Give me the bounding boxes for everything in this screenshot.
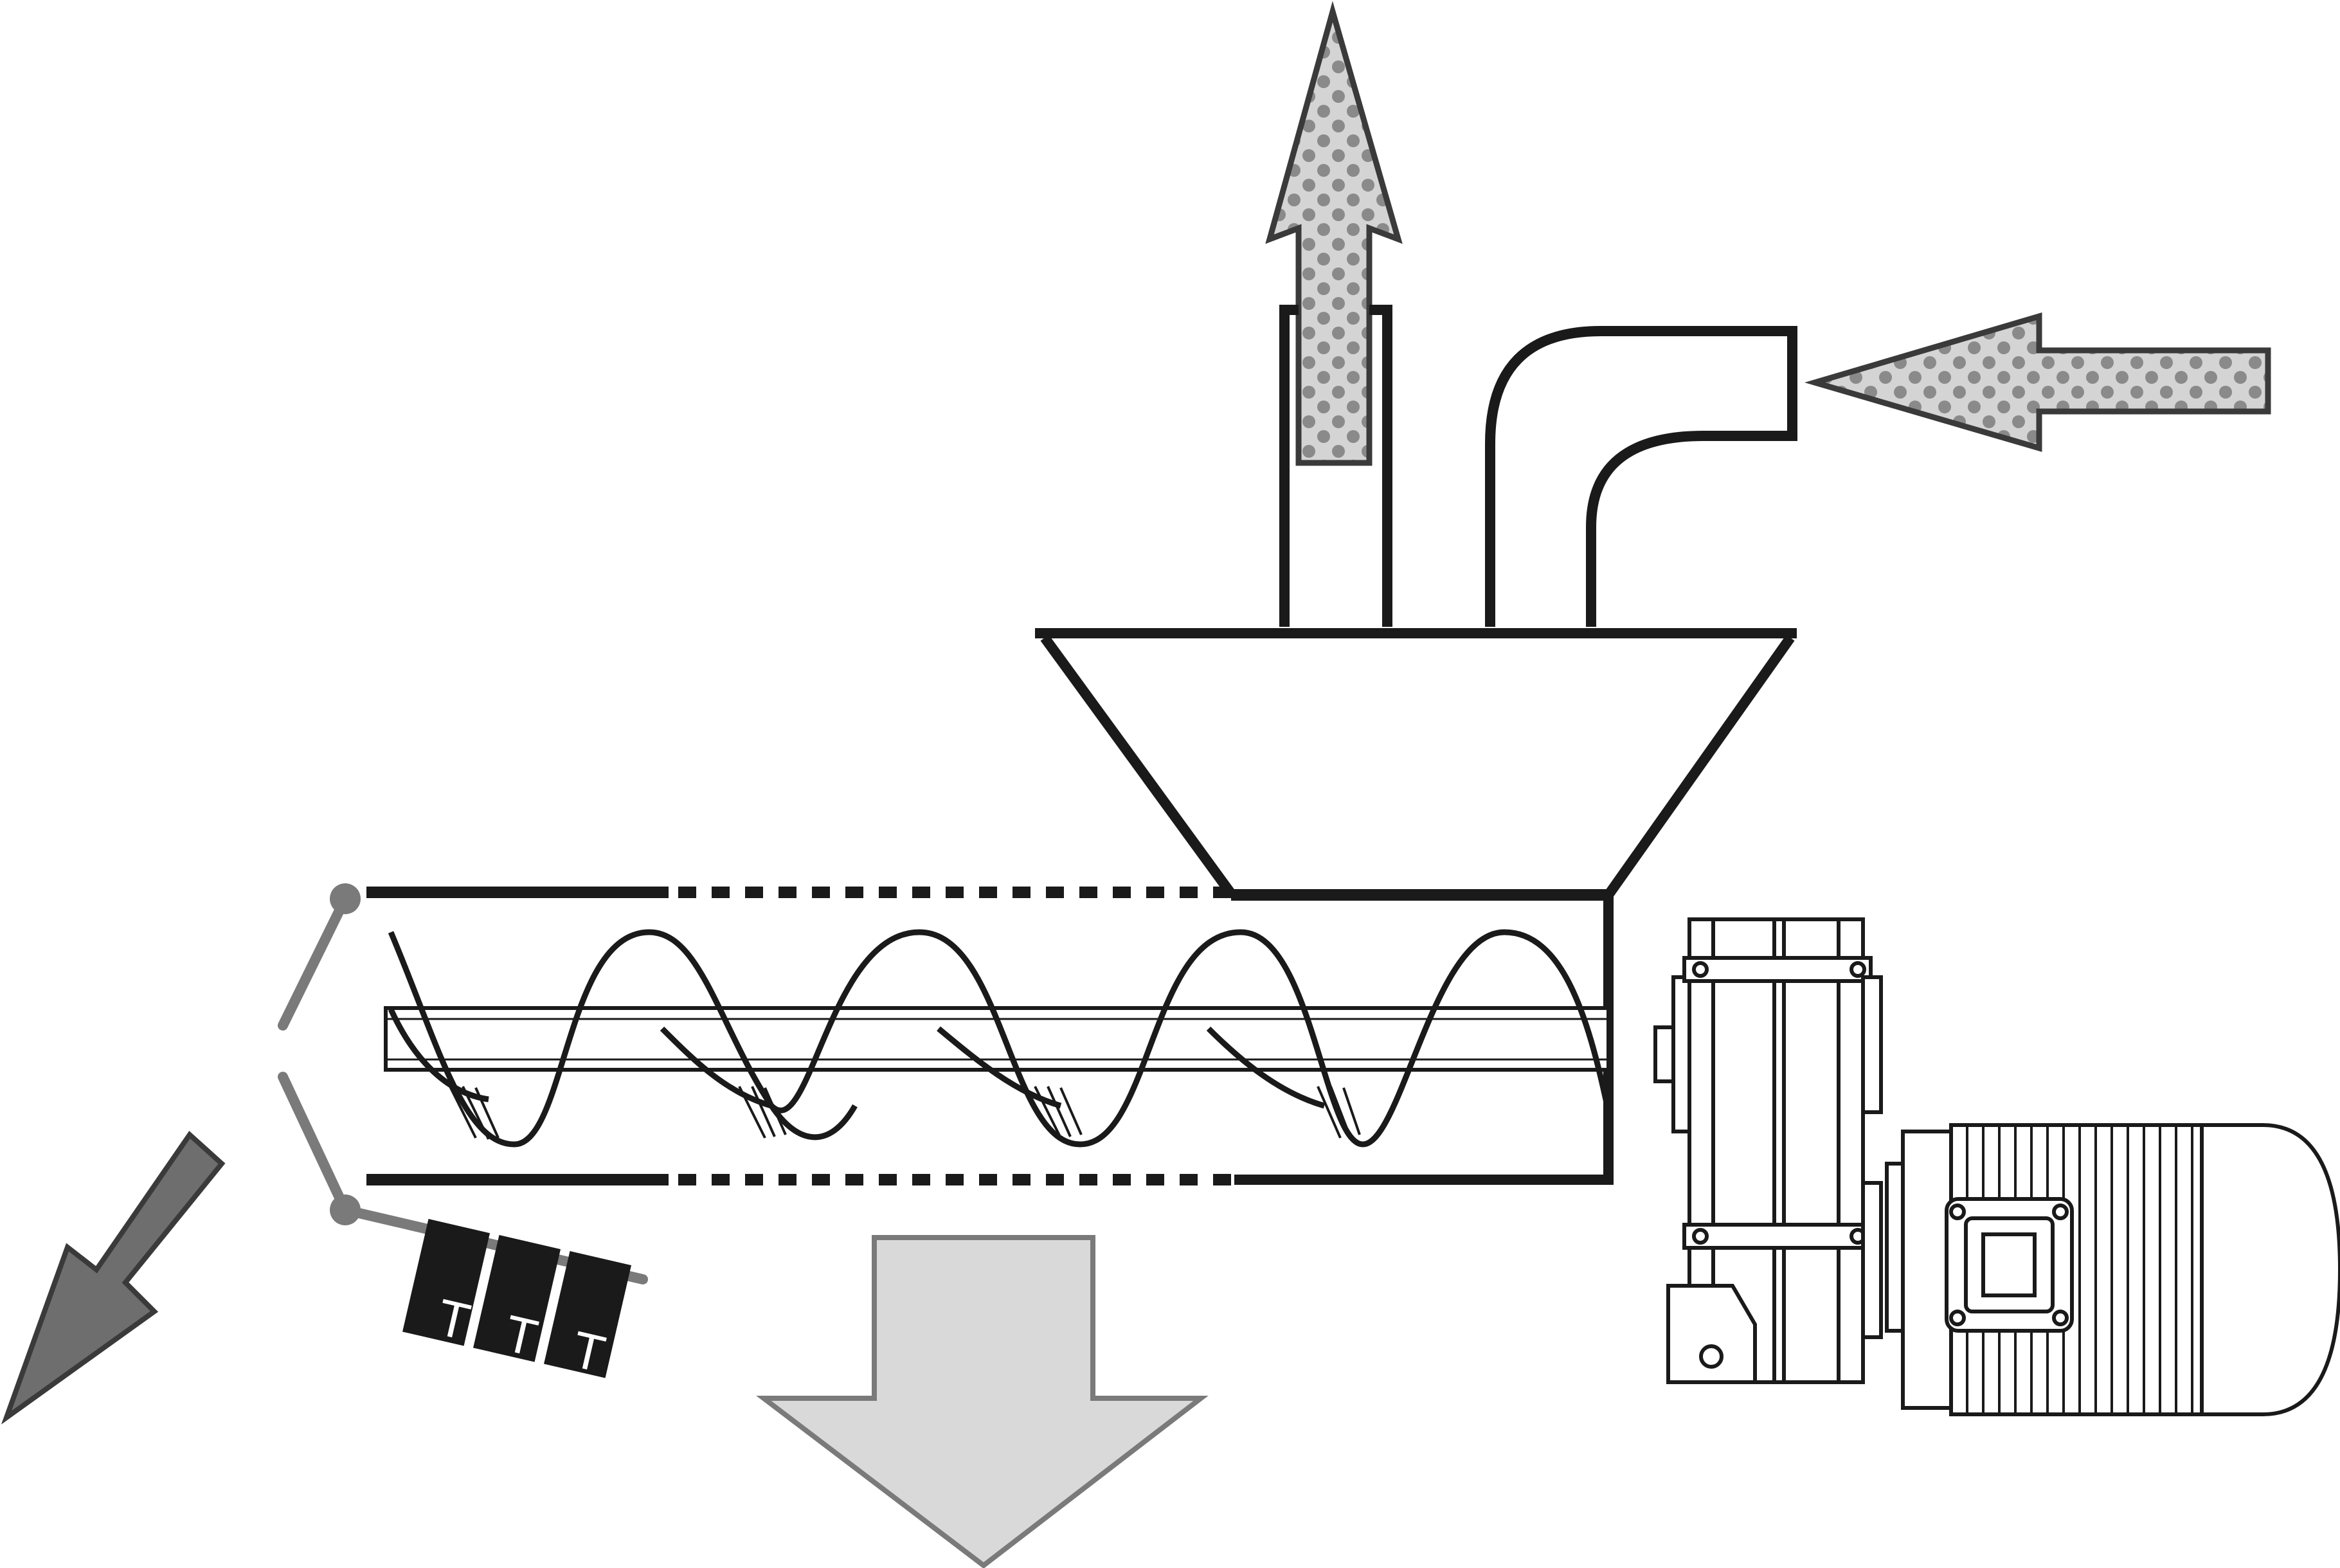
exhaust-arrow bbox=[1265, 1, 1403, 466]
flap-hinge-bottom bbox=[330, 1194, 361, 1225]
liquid-discharge-arrow bbox=[756, 1235, 1209, 1568]
exhaust-pipe bbox=[1279, 305, 1392, 627]
flap-hinge-top bbox=[330, 883, 361, 914]
inlet-elbow-pipe bbox=[1485, 326, 1797, 627]
gearbox bbox=[1653, 917, 1883, 1384]
electric-motor bbox=[1885, 1123, 2340, 1416]
screw-auger bbox=[384, 929, 1610, 1148]
solids-outlet-arrow bbox=[1, 1130, 226, 1425]
barrel-top-wall bbox=[366, 887, 1608, 901]
inlet-arrow bbox=[1805, 312, 2271, 453]
counterweights: T T T bbox=[402, 1219, 632, 1383]
